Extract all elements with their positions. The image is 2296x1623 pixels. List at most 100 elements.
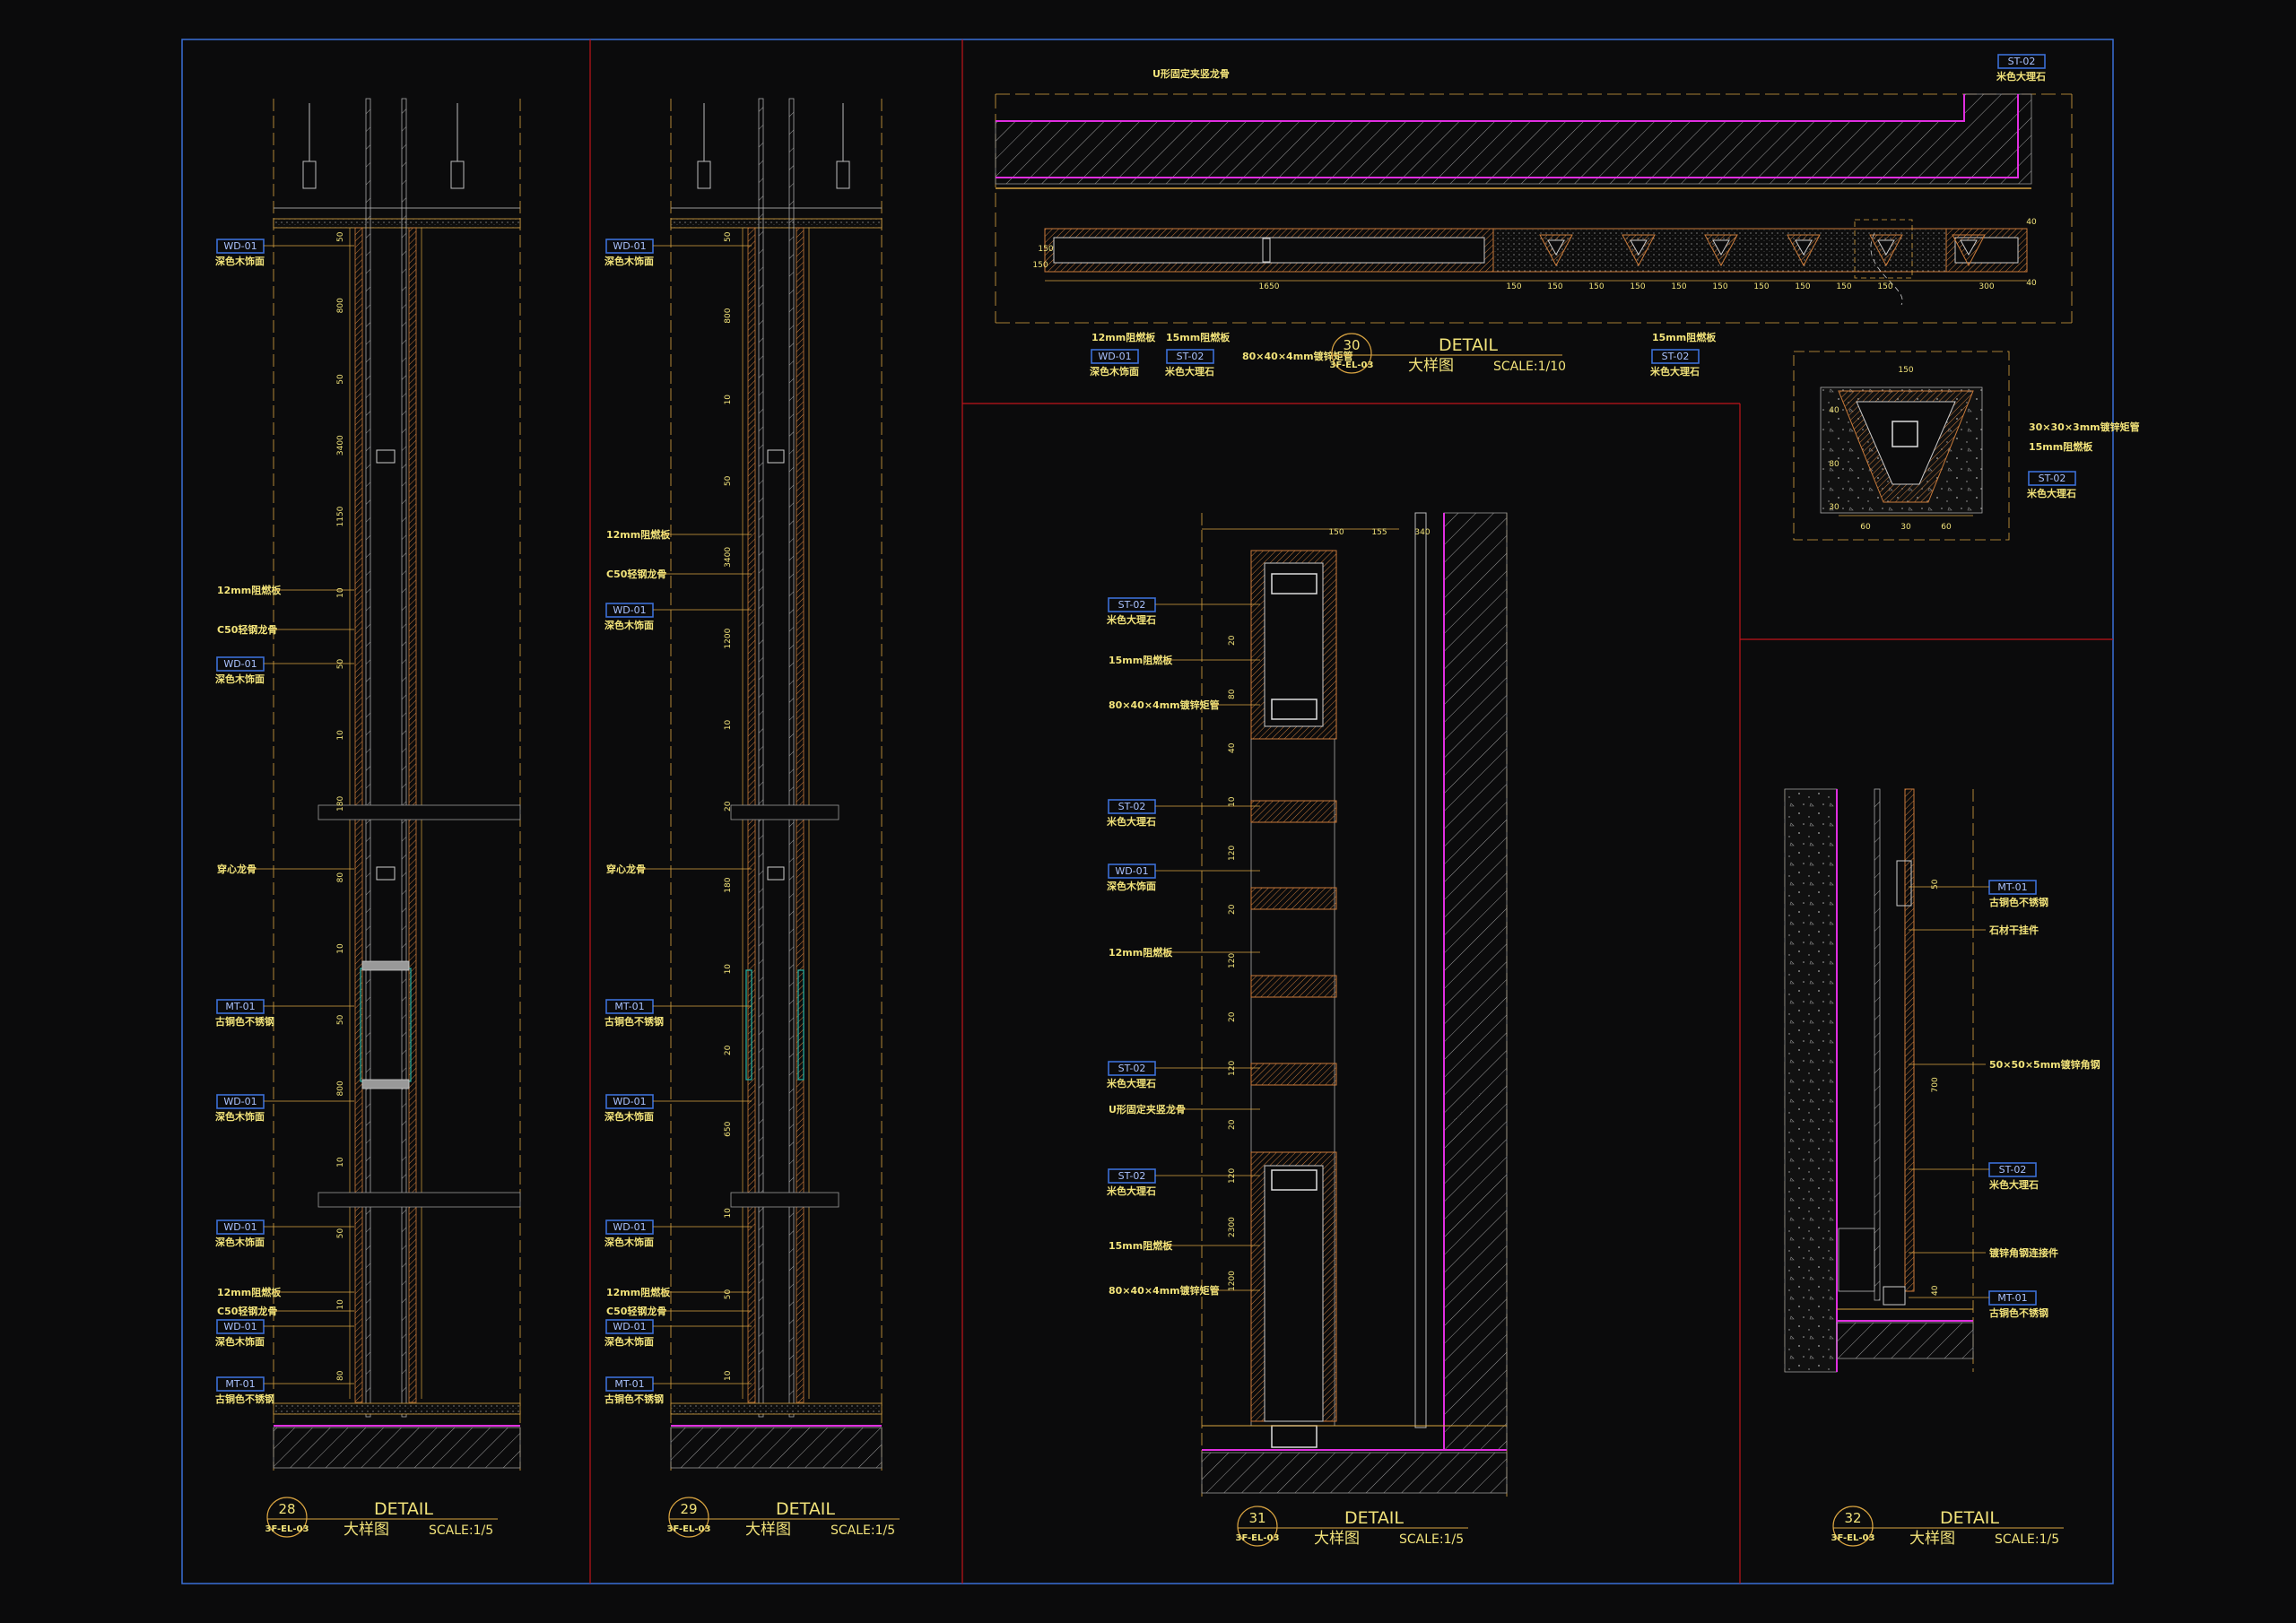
d30-inset-label-1: 15mm阻燃板: [2029, 440, 2093, 453]
material-tag-box: [1651, 349, 1700, 364]
detail-29-drawing: [670, 98, 883, 1471]
material-tag-desc: 深色木饰面: [215, 1110, 265, 1123]
d29-label-4: 穿心龙骨: [606, 863, 752, 875]
d28-dim-4: 1150: [336, 506, 345, 526]
d31-dim-3: 10: [1228, 796, 1237, 807]
material-tag-desc: 米色大理石: [1988, 1178, 2039, 1191]
material-tag-desc: 古铜色不锈钢: [215, 1393, 274, 1405]
annotation-text: 12mm阻燃板: [217, 584, 282, 596]
detail-heading: DETAIL: [374, 1499, 433, 1519]
d28-dim-5: 10: [336, 587, 345, 598]
v-groove-tube: [1547, 239, 1565, 256]
d30-dim-6: 150: [1630, 282, 1645, 291]
d28-dim-13: 10: [336, 1157, 345, 1167]
detail-scale: SCALE:1/5: [831, 1523, 895, 1538]
material-tag-desc: 深色木饰面: [604, 1110, 654, 1123]
material-tag-box: [605, 999, 654, 1014]
d28-label-8: 12mm阻燃板: [217, 1286, 354, 1298]
annotation-text: C50轻钢龙骨: [606, 1305, 666, 1317]
d29-dim-7: 20: [724, 801, 733, 812]
material-tag-code: WD-01: [223, 1321, 257, 1332]
material-tag-desc: 米色大理石: [1106, 1077, 1156, 1089]
d31-label-1: 15mm阻燃板: [1109, 654, 1260, 666]
material-tag-box: [216, 999, 265, 1014]
detail-number: 28: [278, 1501, 295, 1517]
material-tag-code: WD-01: [223, 1221, 257, 1233]
d32-dim-0: 50: [1931, 879, 1940, 890]
material-tag-desc: 古铜色不锈钢: [215, 1015, 274, 1028]
material-tag-box: [1988, 880, 2037, 895]
detail-scale: SCALE:1/5: [1995, 1532, 2059, 1547]
detail-number-circle: [1832, 1506, 1874, 1547]
d30-dim-14: 40: [2026, 218, 2037, 227]
d31-dim-10: 120: [1228, 1168, 1237, 1184]
material-tag-desc: 深色木饰面: [215, 673, 265, 685]
annotation-text: 15mm阻燃板: [1652, 331, 1717, 343]
material-tag-box: [605, 1219, 654, 1235]
detail-30-drawing: [995, 93, 2073, 324]
d28-dim-9: 80: [336, 872, 345, 883]
material-tag-box: [1108, 1061, 1156, 1076]
d30-inset-dim-0: 150: [1898, 366, 1913, 375]
d28-dim-14: 50: [336, 1228, 345, 1239]
d28-label-7: WD-01 深色木饰面: [215, 1219, 354, 1248]
d30-inset-dim-1: 60: [1860, 523, 1871, 532]
detail-28-drawing: [273, 98, 521, 1471]
material-tag-box: [605, 1094, 654, 1109]
detail-title: 大样图: [1408, 357, 1454, 375]
annotation-text: 15mm阻燃板: [2029, 440, 2093, 453]
material-tag-box: [216, 1376, 265, 1392]
d30-dim-13: 300: [1979, 282, 1994, 291]
sheet-reference: 3F-EL-03: [1831, 1533, 1875, 1543]
material-tag-desc: 深色木饰面: [215, 1236, 265, 1248]
annotation-text: 12mm阻燃板: [217, 1286, 282, 1298]
d29-dim-3: 50: [724, 475, 733, 486]
d31-label-9: 15mm阻燃板: [1109, 1239, 1260, 1252]
d31-dim-8: 120: [1228, 1061, 1237, 1076]
annotation-text: C50轻钢龙骨: [606, 568, 666, 580]
detail-scale: SCALE:1/10: [1493, 360, 1566, 374]
detail-title: 大样图: [1314, 1530, 1360, 1548]
material-tag-desc: 米色大理石: [1164, 365, 1214, 378]
material-tag-code: MT-01: [614, 1378, 644, 1390]
stone-band: [1250, 1063, 1337, 1086]
annotation-text: 12mm阻燃板: [606, 1286, 671, 1298]
detail-title: 大样图: [1909, 1530, 1955, 1548]
d28-dim-8: 180: [336, 796, 345, 812]
detail-number: 31: [1248, 1510, 1265, 1526]
material-tag-desc: 深色木饰面: [604, 255, 654, 267]
d29-dim-0: 50: [724, 231, 733, 242]
d29-dim-10: 20: [724, 1045, 733, 1055]
d31-topdim-1: 155: [1371, 528, 1387, 537]
d30-inset-dim-5: 80: [1829, 460, 1839, 469]
annotation-text: 50×50×5mm镀锌角钢: [1989, 1058, 2100, 1071]
material-tag-desc: 深色木饰面: [604, 619, 654, 631]
material-tag-code: ST-02: [2008, 56, 2036, 67]
material-tag-desc: 古铜色不锈钢: [1989, 1306, 2048, 1319]
detail-heading: DETAIL: [1940, 1508, 1999, 1528]
d30-label-0: U形固定夹竖龙骨: [1152, 67, 1230, 80]
d30-dim-9: 150: [1753, 282, 1769, 291]
sheet-frame: [181, 39, 2114, 1584]
d28-dim-11: 50: [336, 1014, 345, 1025]
annotation-text: 80×40×4mm镀锌矩管: [1242, 350, 1353, 362]
material-tag-code: WD-01: [223, 240, 257, 252]
d31-dim-9: 20: [1228, 1119, 1237, 1130]
material-tag-code: ST-02: [1118, 1170, 1146, 1182]
annotation-text: 15mm阻燃板: [1166, 331, 1231, 343]
material-tag-desc: 古铜色不锈钢: [1989, 896, 2048, 908]
material-tag-desc: 米色大理石: [1106, 1185, 1156, 1197]
annotation-text: 80×40×4mm镀锌矩管: [1109, 1284, 1220, 1297]
d28-dim-10: 10: [336, 943, 345, 954]
d30-inset-dim-6: 30: [1829, 503, 1839, 512]
d28-dim-2: 50: [336, 374, 345, 385]
d30-inset-label-0: 30×30×3mm镀锌矩管: [2029, 421, 2140, 433]
